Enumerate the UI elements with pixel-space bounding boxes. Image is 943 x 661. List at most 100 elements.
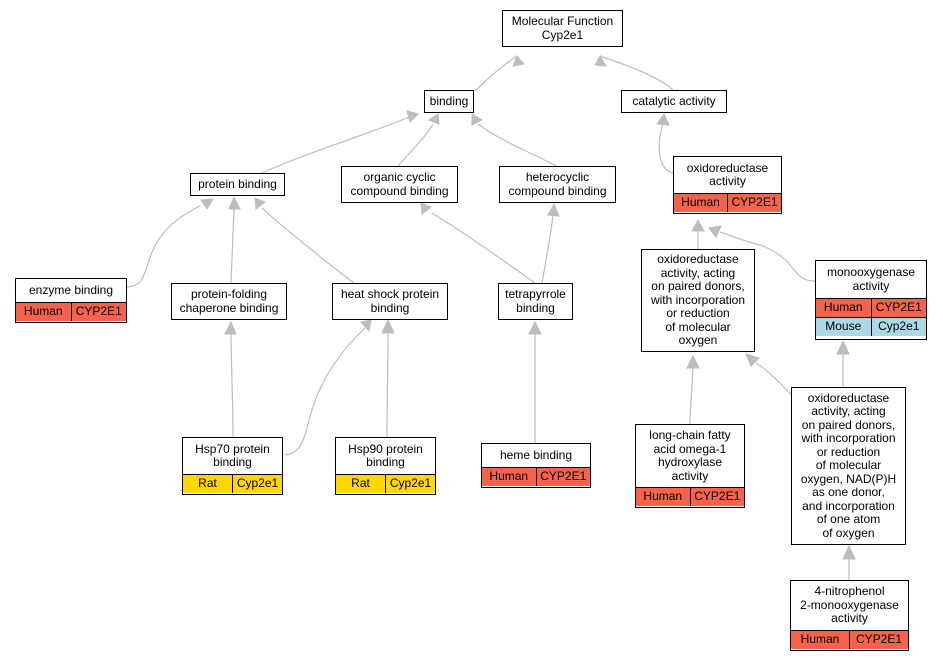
node-label: monooxygenase activity: [826, 265, 916, 293]
node-label: catalytic activity: [632, 93, 716, 108]
annotation-row: Human CYP2E1: [791, 630, 908, 649]
node-label: protein binding: [198, 176, 277, 191]
arrowhead: [656, 112, 670, 126]
edge-hsp90-heatshock: [386, 333, 389, 438]
gene-label: CYP2E1: [727, 194, 781, 212]
node-label: oxidoreductase activity, acting on paire…: [650, 252, 746, 348]
go-node-binding[interactable]: binding: [424, 90, 474, 113]
arrowhead: [708, 225, 722, 238]
arrowhead: [836, 339, 850, 355]
node-label: tetrapyrrole binding: [505, 287, 566, 315]
node-label: enzyme binding: [28, 282, 114, 297]
arrowhead: [594, 55, 607, 67]
edge-oxidoreductase-catalytic: [658, 123, 674, 174]
node-label: Hsp70 protein binding: [195, 441, 270, 469]
arrowhead: [406, 110, 419, 123]
species-label: Human: [791, 631, 849, 649]
arrowhead: [528, 320, 542, 335]
node-label: organic cyclic compound binding: [350, 170, 449, 198]
edge-hsp70-folding: [230, 333, 234, 438]
species-label: Human: [636, 488, 690, 506]
go-node-monooxygenase-activity[interactable]: monooxygenase activity Human CYP2E1 Mous…: [815, 260, 927, 340]
go-node-catalytic-activity[interactable]: catalytic activity: [621, 90, 727, 113]
edge-catalytic-root: [599, 55, 675, 92]
arrowhead: [360, 319, 372, 333]
gene-label: CYP2E1: [70, 303, 126, 321]
species-label: Rat: [183, 475, 232, 493]
arrowhead: [686, 354, 700, 369]
arrowhead: [254, 197, 266, 210]
node-label: oxidoreductase activity: [686, 160, 769, 188]
arrowhead: [228, 195, 241, 210]
arrowhead: [691, 218, 705, 232]
node-label: 4-nitrophenol 2-monooxygenase activity: [800, 584, 899, 626]
gene-label: Cyp2e1: [232, 475, 282, 493]
arrowhead: [745, 353, 760, 367]
go-node-heme-binding[interactable]: heme binding Human CYP2E1: [481, 443, 591, 488]
node-label: oxidoreductase activity, acting on paire…: [800, 390, 897, 540]
go-node-oxidoreductase-nadph-one-oxygen[interactable]: oxidoreductase activity, acting on paire…: [791, 387, 906, 545]
species-label: Human: [816, 299, 871, 317]
node-label: heterocyclic compound binding: [508, 170, 607, 198]
go-node-protein-binding[interactable]: protein binding: [190, 173, 285, 196]
arrowhead: [512, 55, 525, 67]
go-node-heat-shock-protein-binding[interactable]: heat shock protein binding: [332, 283, 448, 320]
species-label: Rat: [336, 475, 385, 493]
arrowhead: [200, 198, 214, 210]
node-label: heme binding: [499, 447, 573, 462]
edge-enzyme-protein: [126, 205, 201, 288]
edge-tetrapyrrole-heterocyclic: [541, 214, 554, 284]
arrowhead: [224, 320, 237, 335]
edge-protein-binding: [261, 116, 410, 174]
annotation-row: Human CYP2E1: [16, 302, 126, 321]
edge-nadph-paired: [755, 362, 796, 399]
gene-label: Cyp2e1: [870, 318, 926, 336]
node-label: Hsp90 protein binding: [348, 441, 423, 469]
arrowhead: [427, 113, 440, 125]
go-node-oxidoreductase-activity[interactable]: oxidoreductase activity Human CYP2E1: [673, 156, 782, 214]
annotation-row: Human CYP2E1: [482, 467, 590, 486]
species-label: Mouse: [816, 318, 871, 336]
go-node-oxidoreductase-paired-donors[interactable]: oxidoreductase activity, acting on paire…: [641, 249, 755, 352]
arrowhead: [842, 544, 856, 560]
annotation-row: Mouse Cyp2e1: [816, 317, 926, 336]
edge-folding-protein: [230, 208, 235, 284]
go-node-long-chain-fatty-acid-hydroxylase[interactable]: long-chain fatty acid omega-1 hydroxylas…: [635, 424, 745, 508]
node-label: long-chain fatty acid omega-1 hydroxylas…: [649, 428, 731, 483]
go-node-hsp70-protein-binding[interactable]: Hsp70 protein binding Rat Cyp2e1: [182, 437, 283, 495]
species-label: Human: [482, 468, 536, 486]
annotation-row: Human CYP2E1: [816, 298, 926, 317]
annotation-row: Human CYP2E1: [636, 487, 744, 506]
arrowhead: [547, 202, 560, 217]
edge-organic-binding: [397, 123, 434, 167]
edge-tetrapyrrole-organic: [431, 212, 536, 284]
gene-label: Cyp2e1: [385, 475, 435, 493]
go-node-molecular-function[interactable]: Molecular Function Cyp2e1: [502, 10, 623, 47]
annotation-row: Rat Cyp2e1: [336, 474, 435, 493]
gene-label: CYP2E1: [870, 299, 926, 317]
go-node-4-nitrophenol-monooxygenase[interactable]: 4-nitrophenol 2-monooxygenase activity H…: [790, 580, 909, 651]
node-label: heat shock protein binding: [340, 287, 440, 315]
arrowhead: [381, 318, 395, 334]
annotation-row: Rat Cyp2e1: [183, 474, 282, 493]
gene-label: CYP2E1: [849, 631, 908, 649]
go-node-heterocyclic-compound-binding[interactable]: heterocyclic compound binding: [499, 166, 616, 203]
go-node-organic-cyclic-compound-binding[interactable]: organic cyclic compound binding: [341, 166, 458, 203]
annotation-row: Human CYP2E1: [674, 193, 781, 212]
edge-hsp70-heatshock: [284, 327, 366, 456]
node-label: binding: [429, 93, 469, 108]
arrowhead: [471, 113, 484, 126]
go-node-tetrapyrrole-binding[interactable]: tetrapyrrole binding: [498, 283, 573, 320]
go-node-hsp90-protein-binding[interactable]: Hsp90 protein binding Rat Cyp2e1: [335, 437, 436, 495]
species-label: Human: [16, 303, 71, 321]
node-label: Molecular Function Cyp2e1: [511, 14, 614, 42]
edge-longchain-paired: [689, 367, 694, 425]
go-node-enzyme-binding[interactable]: enzyme binding Human CYP2E1: [15, 278, 127, 323]
edge-heatshock-protein: [261, 207, 355, 284]
gene-label: CYP2E1: [689, 488, 744, 506]
arrowhead: [420, 202, 432, 215]
edge-mono-oxidoreductase: [719, 231, 816, 282]
node-label: protein-folding chaperone binding: [179, 287, 279, 315]
go-node-protein-folding-chaperone-binding[interactable]: protein-folding chaperone binding: [171, 283, 287, 320]
